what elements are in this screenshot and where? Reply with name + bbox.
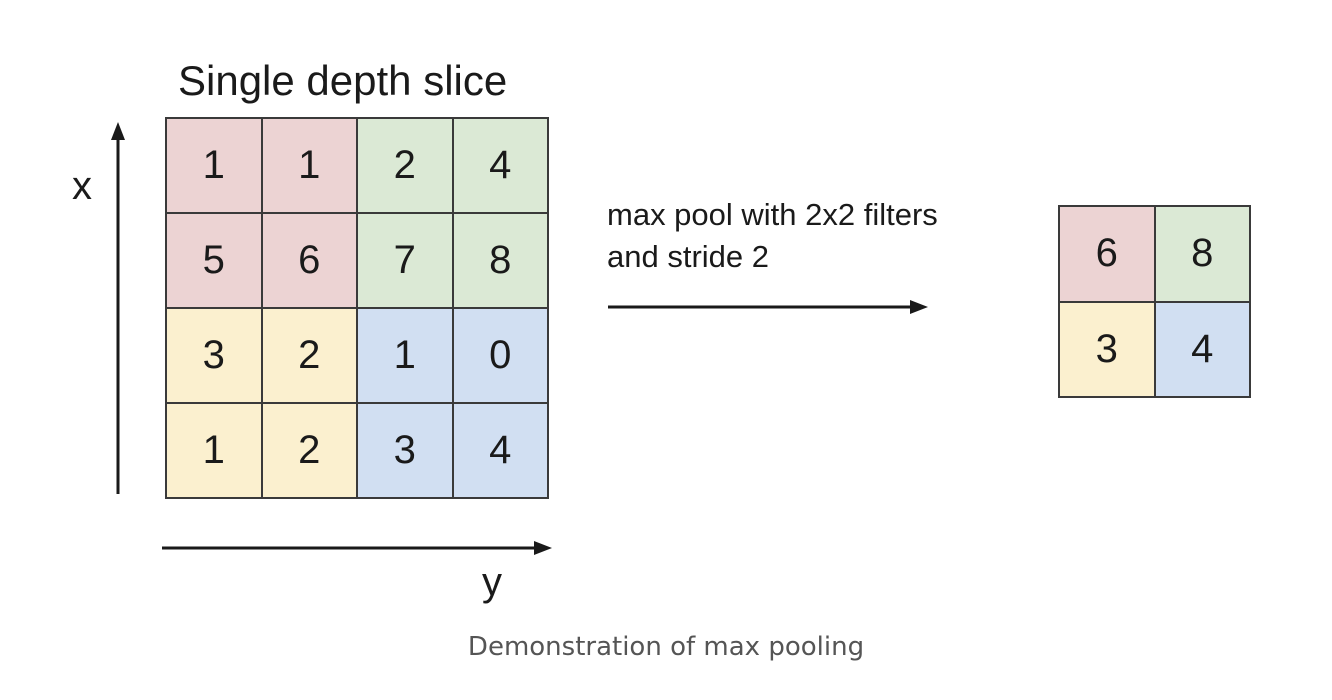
x-axis-arrow xyxy=(111,122,125,494)
output-cell: 3 xyxy=(1059,301,1155,397)
input-cell: 5 xyxy=(166,213,262,308)
input-cell: 3 xyxy=(166,308,262,403)
pooling-arrow xyxy=(608,300,928,314)
figure-caption: Demonstration of max pooling xyxy=(467,632,865,662)
input-cell: 4 xyxy=(452,403,548,498)
input-cell: 2 xyxy=(261,403,357,498)
y-axis-arrow xyxy=(162,541,552,555)
input-cell: 2 xyxy=(261,308,357,403)
input-cell: 1 xyxy=(357,308,453,403)
input-cell: 4 xyxy=(452,118,548,213)
input-cell: 7 xyxy=(357,213,453,308)
output-cell: 6 xyxy=(1059,206,1155,302)
arrows-layer xyxy=(111,122,928,555)
output-cell: 8 xyxy=(1154,206,1250,302)
operation-line-2: and stride 2 xyxy=(607,239,769,274)
operation-line-1: max pool with 2x2 filters xyxy=(607,197,938,232)
input-cell: 0 xyxy=(452,308,548,403)
input-cell: 1 xyxy=(166,118,262,213)
input-cell: 6 xyxy=(261,213,357,308)
operation-description: max pool with 2x2 filters and stride 2 xyxy=(607,194,938,278)
diagram-title: Single depth slice xyxy=(178,57,508,104)
input-cell: 2 xyxy=(357,118,453,213)
x-axis-label: x xyxy=(72,164,92,208)
y-axis-label: y xyxy=(482,560,502,604)
output-cell: 4 xyxy=(1154,301,1250,397)
input-cell: 1 xyxy=(166,403,262,498)
input-cell: 8 xyxy=(452,213,548,308)
input-cell: 1 xyxy=(261,118,357,213)
input-cell: 3 xyxy=(357,403,453,498)
